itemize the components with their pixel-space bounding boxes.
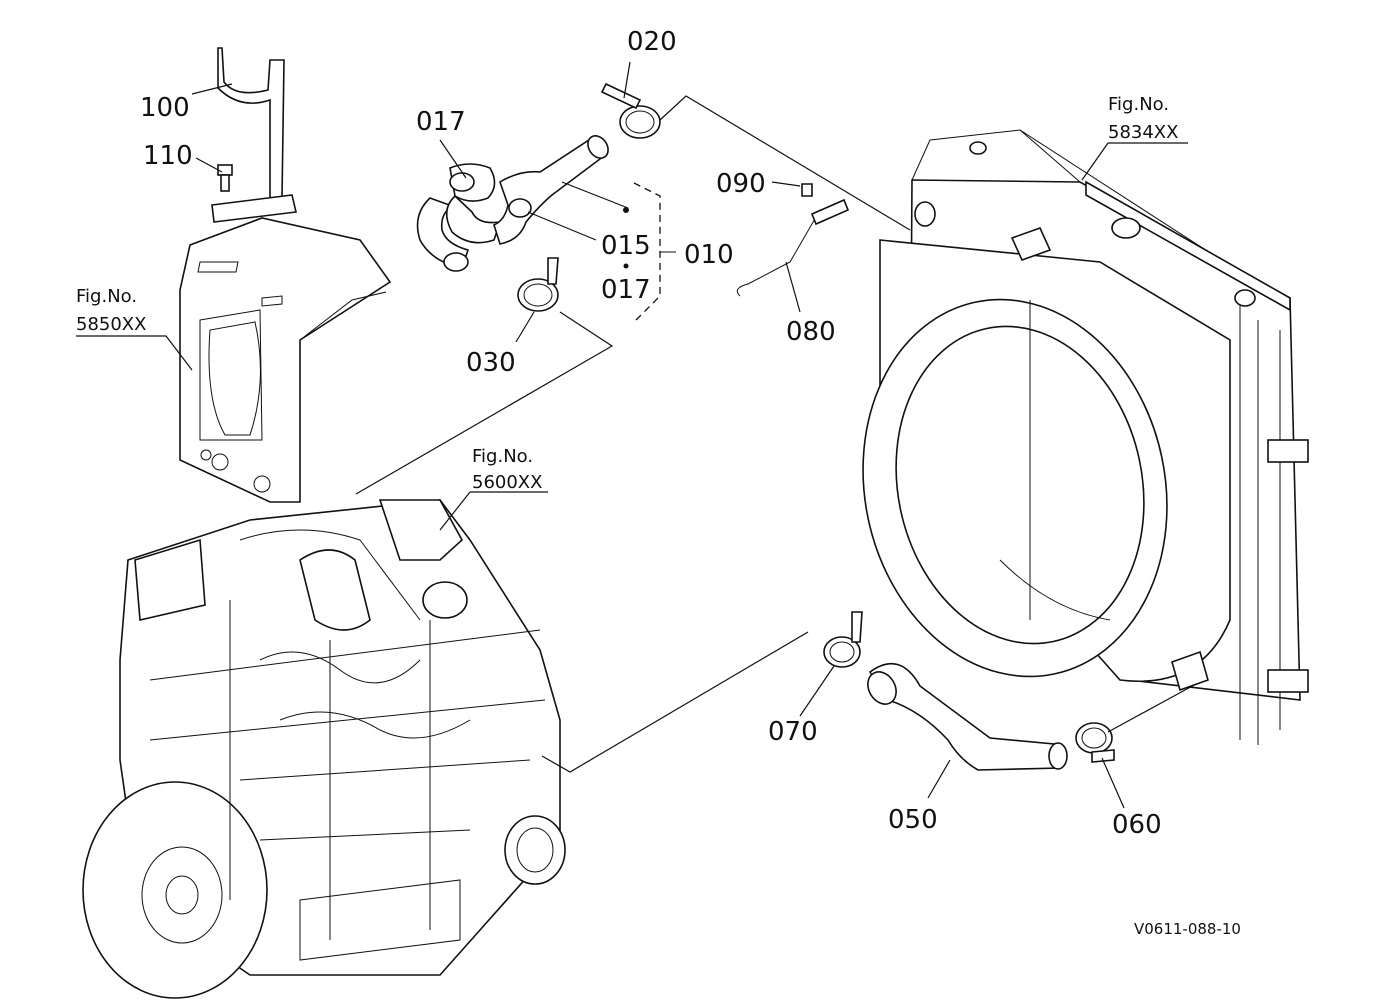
callout-110: 110 — [143, 141, 193, 171]
callout-050: 050 — [888, 805, 938, 835]
radiator — [862, 129, 1309, 745]
clamp-030 — [517, 257, 559, 312]
fig-ref-5850: Fig.No. 5850XX — [76, 286, 146, 335]
callout-080: 080 — [786, 317, 836, 347]
fig-ref-5600: Fig.No. 5600XX — [472, 446, 542, 493]
fig-ref-number: 5834XX — [1108, 122, 1178, 143]
clamp-020 — [600, 82, 661, 139]
callout-030: 030 — [466, 348, 516, 378]
hose-assembly — [416, 135, 609, 272]
kit-bracket — [623, 182, 676, 323]
callout-010: 010 — [684, 240, 734, 270]
callout-090: 090 — [716, 169, 766, 199]
callout-017-upper: 017 — [416, 107, 466, 137]
bracket-assembly — [179, 47, 392, 503]
engine — [82, 499, 566, 999]
drawing-code: V0611-088-10 — [1134, 920, 1241, 938]
callout-060: 060 — [1112, 810, 1162, 840]
clamp-060 — [1075, 722, 1115, 763]
drain-tube — [736, 183, 850, 297]
callout-100: 100 — [140, 93, 190, 123]
callout-015: 015 — [601, 231, 651, 261]
fig-ref-number: 5850XX — [76, 314, 146, 335]
fig-ref-label: Fig.No. — [1108, 94, 1169, 115]
fig-ref-5834: Fig.No. 5834XX — [1108, 94, 1178, 143]
fig-ref-number: 5600XX — [472, 472, 542, 493]
leader-lines — [76, 61, 1197, 809]
callout-070: 070 — [768, 717, 818, 747]
lower-hose — [867, 662, 1068, 771]
clamp-070 — [823, 611, 863, 668]
callout-020: 020 — [627, 27, 677, 57]
fig-ref-label: Fig.No. — [76, 286, 137, 307]
fig-ref-label: Fig.No. — [472, 446, 533, 467]
callout-017-lower: 017 — [601, 275, 651, 305]
